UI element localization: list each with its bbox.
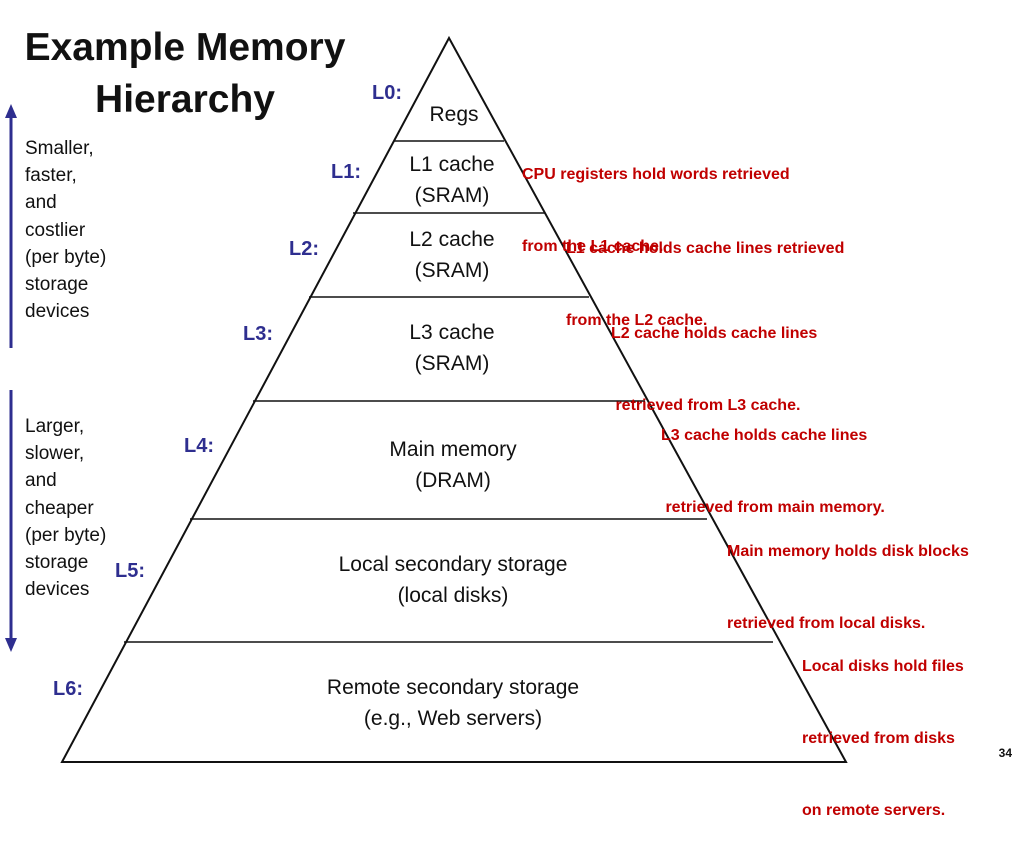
- side-note-bottom-line: devices: [25, 579, 90, 601]
- level-label-l4: L4:: [184, 435, 214, 457]
- tier-line: Main memory: [389, 438, 517, 461]
- annotation-line: CPU registers hold words retrieved: [522, 166, 790, 183]
- side-note-top-line: (per byte): [25, 246, 107, 268]
- annotation-line: on remote servers.: [802, 802, 946, 819]
- tier-line: Remote secondary storage: [326, 676, 580, 699]
- tier-line: (SRAM): [414, 259, 490, 282]
- annotation-line: L3 cache holds cache lines: [661, 427, 868, 444]
- annotation-line: Local disks hold files: [802, 658, 964, 675]
- tier-line: (DRAM): [415, 469, 491, 492]
- tier-line: Regs: [429, 103, 479, 126]
- tier-regs: Regs: [429, 99, 478, 130]
- tier-line: L2 cache: [409, 228, 495, 251]
- annotation-l5: Local disks hold files retrieved from di…: [802, 607, 964, 847]
- side-note-bottom-line: Larger,: [25, 416, 85, 437]
- down-arrow-icon: [5, 390, 17, 652]
- level-label-l6: L6:: [53, 678, 83, 700]
- side-note-top-line: and: [25, 192, 57, 214]
- tier-line: L1 cache: [409, 153, 495, 176]
- annotation-line: retrieved from main memory.: [661, 499, 885, 516]
- annotation-line: retrieved from L3 cache.: [611, 397, 801, 414]
- page-number: 34: [998, 746, 1012, 760]
- tier-l1-cache: L1 cache (SRAM): [409, 149, 494, 211]
- tier-local-storage: Local secondary storage (local disks): [339, 549, 568, 611]
- annotation-line: from the L1 cache.: [522, 238, 664, 255]
- annotation-line: retrieved from local disks.: [727, 615, 926, 632]
- tier-line: (SRAM): [414, 184, 490, 207]
- side-note-top-line: storage: [25, 274, 89, 296]
- annotation-line: L2 cache holds cache lines: [611, 325, 818, 342]
- tier-l3-cache: L3 cache (SRAM): [409, 317, 494, 379]
- side-note-top-line: devices: [25, 301, 90, 323]
- side-note-bottom-line: cheaper: [25, 497, 94, 519]
- level-label-l2: L2:: [289, 238, 319, 260]
- pyramid-outline: [60, 35, 848, 763]
- slide-title: Example Memory Hierarchy: [0, 22, 370, 126]
- tier-line: (SRAM): [414, 352, 490, 375]
- tier-main-memory: Main memory (DRAM): [389, 434, 516, 496]
- annotation-l2: L2 cache holds cache lines retrieved fro…: [611, 274, 817, 442]
- annotation-line: from the L2 cache.: [566, 312, 708, 329]
- tier-l2-cache: L2 cache (SRAM): [409, 224, 494, 286]
- annotation-line: retrieved from disks: [802, 730, 955, 747]
- side-note-bottom-line: slower,: [25, 443, 85, 465]
- tier-line: (local disks): [397, 584, 509, 607]
- side-note-top: Smaller, faster, and costlier (per byte)…: [25, 135, 106, 325]
- annotation-l3: L3 cache holds cache lines retrieved fro…: [661, 376, 885, 544]
- annotation-l4: Main memory holds disk blocks retrieved …: [727, 492, 969, 660]
- side-note-bottom-line: and: [25, 470, 57, 492]
- side-arrows: [5, 104, 17, 652]
- tier-line: Local secondary storage: [338, 553, 568, 576]
- level-label-l1: L1:: [331, 161, 361, 183]
- side-note-top-line: faster,: [25, 165, 77, 187]
- side-note-bottom-line: storage: [25, 552, 89, 574]
- annotation-l1: L1 cache holds cache lines retrieved fro…: [566, 189, 844, 357]
- tier-line: (e.g., Web servers): [363, 707, 543, 730]
- side-note-top-line: costlier: [25, 219, 86, 241]
- level-label-l3: L3:: [243, 323, 273, 345]
- annotation-line: Main memory holds disk blocks: [727, 543, 969, 560]
- title-line-1: Example Memory: [24, 26, 346, 69]
- annotation-l0: CPU registers hold words retrieved from …: [522, 115, 790, 283]
- side-note-bottom-line: (per byte): [25, 524, 107, 546]
- level-label-l0: L0:: [372, 82, 402, 104]
- level-label-l5: L5:: [115, 560, 145, 582]
- title-line-2: Hierarchy: [95, 78, 275, 121]
- annotation-line: L1 cache holds cache lines retrieved: [566, 240, 845, 257]
- memory-pyramid: [60, 35, 848, 763]
- tier-line: L3 cache: [409, 321, 495, 344]
- tier-remote-storage: Remote secondary storage (e.g., Web serv…: [327, 672, 579, 734]
- side-note-top-line: Smaller,: [25, 138, 94, 159]
- up-arrow-icon: [5, 104, 17, 348]
- side-note-bottom: Larger, slower, and cheaper (per byte) s…: [25, 413, 106, 603]
